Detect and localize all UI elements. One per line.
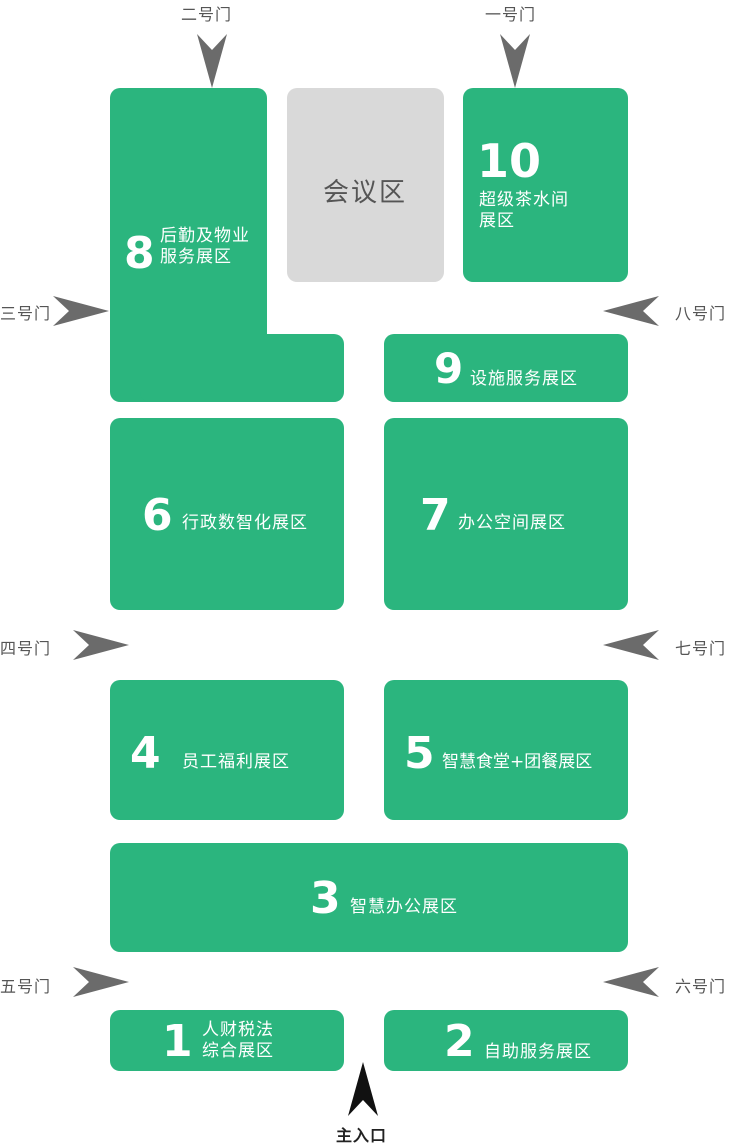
- zone-6-number: 6: [142, 490, 173, 541]
- zone-5-label: 智慧食堂+团餐展区: [442, 752, 593, 772]
- gate-1-arrow-down-icon: [500, 34, 530, 88]
- zone-3-label: 智慧办公展区: [350, 897, 458, 917]
- gate-8-arrow-left-icon: [603, 296, 659, 326]
- zone-2-self-service[interactable]: 2 自助服务展区: [384, 1010, 628, 1071]
- zone-10-label: 超级茶水间 展区: [479, 190, 569, 231]
- zone-1-label: 人财税法 综合展区: [202, 1020, 274, 1061]
- zone-10-number: 10: [477, 134, 542, 188]
- gate-8-label: 八号门: [675, 304, 727, 323]
- gate-5-label: 五号门: [0, 977, 52, 996]
- meeting-area[interactable]: 会议区: [287, 88, 444, 282]
- zone-7-label: 办公空间展区: [458, 513, 566, 533]
- zone-9-label: 设施服务展区: [470, 369, 578, 389]
- gate-3-arrow-right-icon: [53, 296, 109, 326]
- zone-6-label: 行政数智化展区: [182, 513, 308, 533]
- gate-2-label: 二号门: [181, 5, 233, 24]
- zone-9-facility-service[interactable]: 9 设施服务展区: [384, 334, 628, 402]
- zone-7-office-space[interactable]: 7 办公空间展区: [384, 418, 628, 610]
- zone-9-number: 9: [434, 344, 464, 393]
- gate-1-label: 一号门: [485, 5, 537, 24]
- gate-2-arrow-down-icon: [197, 34, 227, 88]
- zone-7-number: 7: [420, 490, 451, 541]
- zone-2-label: 自助服务展区: [484, 1042, 592, 1062]
- gate-6-label: 六号门: [675, 977, 727, 996]
- zone-8-extension[interactable]: [140, 334, 344, 402]
- zone-4-number: 4: [130, 728, 161, 779]
- meeting-area-label: 会议区: [323, 178, 408, 208]
- gate-5-arrow-right-icon: [73, 967, 129, 997]
- gate-7-arrow-left-icon: [603, 630, 659, 660]
- zone-8-number: 8: [124, 228, 155, 279]
- zone-10-tea-room[interactable]: 10 超级茶水间 展区: [463, 88, 628, 282]
- gate-3-label: 三号门: [0, 304, 52, 323]
- zone-8-label: 后勤及物业 服务展区: [160, 226, 250, 267]
- gate-7-label: 七号门: [675, 639, 727, 658]
- zone-3-number: 3: [310, 873, 341, 924]
- main-entrance-label: 主入口: [336, 1126, 388, 1145]
- zone-3-smart-office[interactable]: 3 智慧办公展区: [110, 843, 628, 952]
- zone-4-employee-benefits[interactable]: 4 员工福利展区: [110, 680, 344, 820]
- gate-6-arrow-left-icon: [603, 967, 659, 997]
- zone-2-number: 2: [444, 1016, 475, 1067]
- zone-5-smart-canteen[interactable]: 5 智慧食堂+团餐展区: [384, 680, 628, 820]
- zone-4-label: 员工福利展区: [182, 752, 290, 772]
- zone-8-content: 8 后勤及物业 服务展区: [110, 88, 344, 402]
- zone-1-number: 1: [162, 1016, 193, 1067]
- main-entrance-arrow-up-icon: [348, 1062, 378, 1116]
- zone-1-hr-finance-tax-law[interactable]: 1 人财税法 综合展区: [110, 1010, 344, 1071]
- gate-4-label: 四号门: [0, 639, 52, 658]
- zone-6-admin-digital[interactable]: 6 行政数智化展区: [110, 418, 344, 610]
- zone-5-number: 5: [404, 728, 435, 779]
- gate-4-arrow-right-icon: [73, 630, 129, 660]
